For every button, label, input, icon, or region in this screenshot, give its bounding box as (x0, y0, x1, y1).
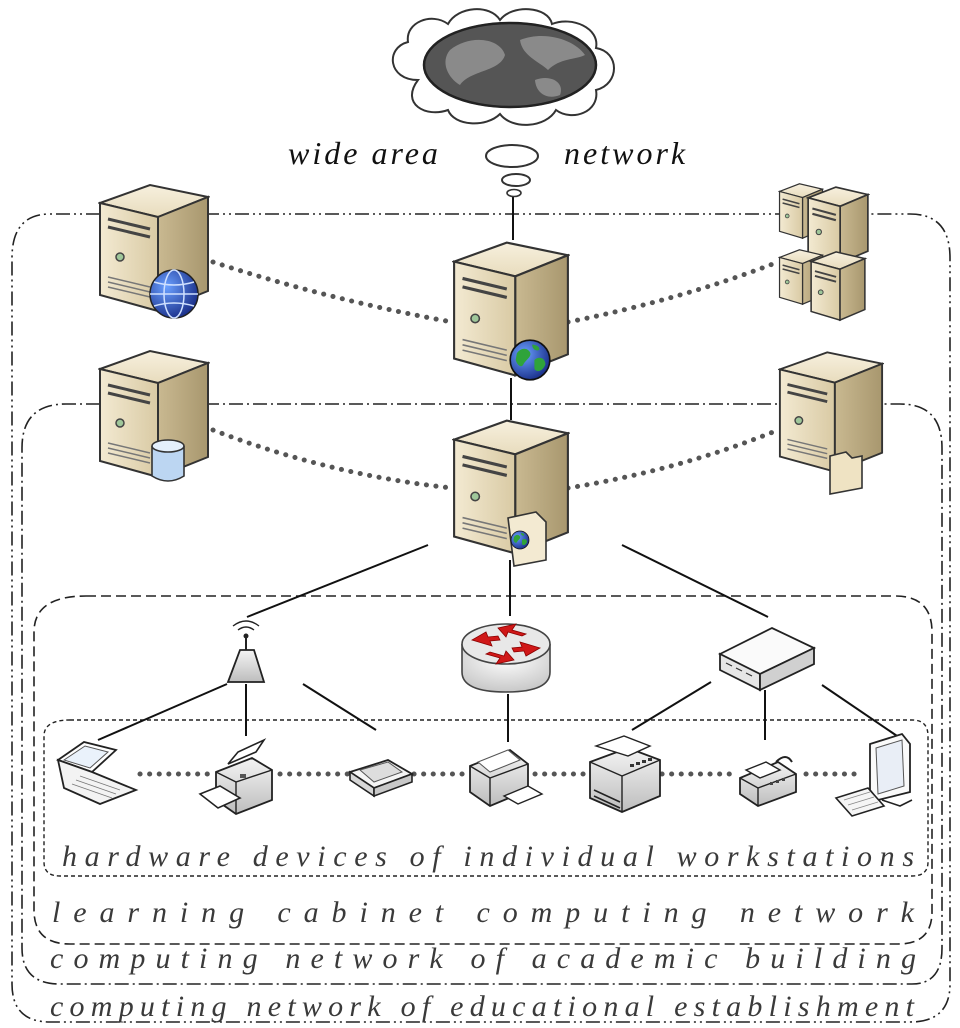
establishment-frame (11, 213, 951, 1023)
server-cluster-icon (778, 182, 869, 322)
cabinet-frame (33, 595, 933, 945)
monitor-icon (834, 732, 913, 817)
wan-label-left: wide area (288, 135, 441, 171)
fax-icon (739, 756, 797, 808)
main-server-icon (452, 240, 570, 381)
dotted-links (137, 259, 865, 777)
workstations-label: hardware devices of individual workstati… (62, 840, 914, 873)
multifunction-printer-icon (469, 748, 544, 808)
building-server-icon (452, 418, 570, 567)
laser-printer-icon (589, 735, 661, 813)
solid-links (97, 195, 904, 742)
establishment-label: computing network of educational establi… (50, 990, 915, 1023)
switch-icon (717, 626, 817, 692)
building-label: computing network of academic building (50, 942, 916, 975)
web-server-icon (98, 183, 210, 319)
router-icon (461, 623, 551, 693)
database-server-icon (98, 349, 210, 482)
wireless-access-point-icon (226, 620, 266, 683)
cabinet-label: learning cabinet computing network (52, 896, 915, 929)
globe-icon (422, 21, 598, 109)
building-frame (21, 403, 943, 985)
workstations-frame (43, 719, 929, 877)
printer-icon (198, 738, 273, 816)
wan-label-right: network (564, 135, 688, 171)
scanner-icon (347, 759, 415, 798)
laptop-icon (56, 741, 139, 805)
file-server-icon (778, 350, 884, 495)
